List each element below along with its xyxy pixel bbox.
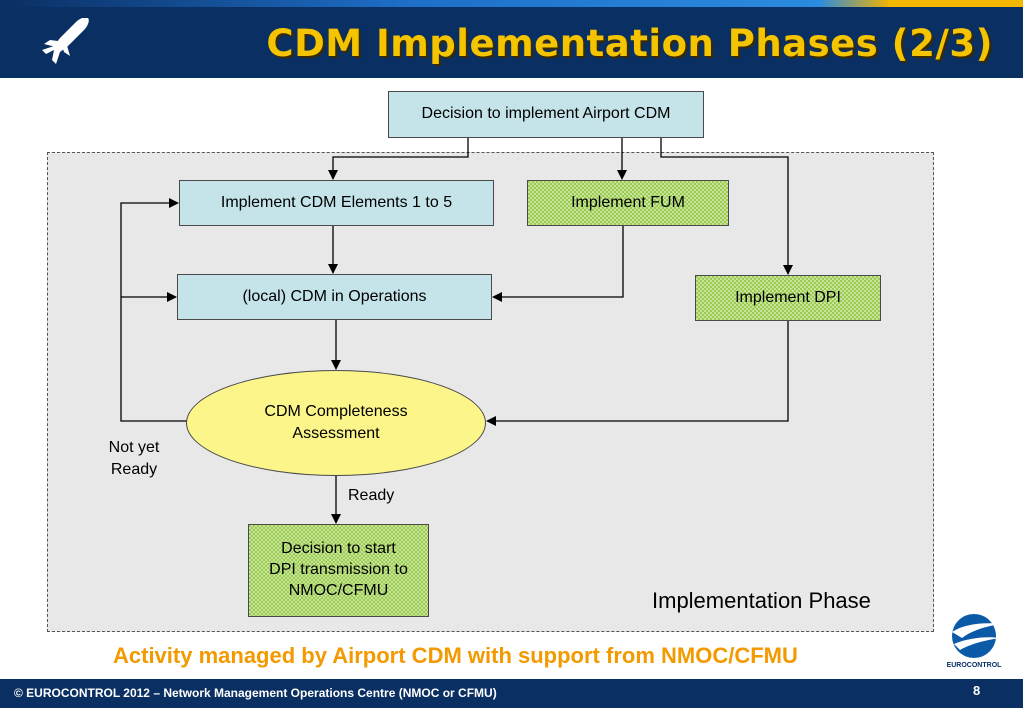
completeness-line-2: Assessment <box>292 425 380 442</box>
edge-not-ready-loop-elements <box>120 198 190 422</box>
node-start-dpi-transmission: Decision to start DPI transmission to NM… <box>248 524 429 617</box>
eurocontrol-logo-icon <box>952 614 1000 658</box>
activity-note: Activity managed by Airport CDM with sup… <box>113 643 798 668</box>
node-implement-fum: Implement FUM <box>527 180 729 226</box>
header-bar: CDM Implementation Phases (2/3) <box>0 0 1023 78</box>
start-dpi-line-1: Decision to start <box>281 540 396 558</box>
edge-dpi-to-assessment <box>486 321 789 426</box>
start-dpi-line-3: NMOC/CFMU <box>288 581 389 599</box>
node-completeness-assessment: CDM Completeness Assessment <box>186 370 486 476</box>
edge-fum-to-local <box>492 226 624 302</box>
label-implementation-phase: Implementation Phase <box>652 588 871 613</box>
start-dpi-line-2: DPI transmission to <box>269 561 408 579</box>
node-implement-elements: Implement CDM Elements 1 to 5 <box>179 180 494 226</box>
footer-bar: © EUROCONTROL 2012 – Network Management … <box>0 679 1023 708</box>
label-not-yet-ready: Not yet Ready <box>100 437 168 480</box>
page-title: CDM Implementation Phases (2/3) <box>266 22 993 65</box>
node-decision-implement: Decision to implement Airport CDM <box>388 91 704 138</box>
eurocontrol-logo: EUROCONTROL <box>938 610 1010 676</box>
page-number: 8 <box>973 683 981 698</box>
airplane-icon <box>42 18 89 64</box>
not-yet-line-1: Not yet <box>108 439 160 456</box>
node-local-cdm: (local) CDM in Operations <box>177 274 492 320</box>
edge-decision-to-elements <box>328 138 469 180</box>
footer-copyright: © EUROCONTROL 2012 – Network Management … <box>14 686 497 700</box>
completeness-line-1: CDM Completeness <box>264 403 408 421</box>
implementation-phase-area <box>47 152 934 632</box>
header-stripe <box>0 0 1023 7</box>
edge-decision-to-dpi <box>660 138 793 275</box>
logo-text: EUROCONTROL <box>946 662 1002 669</box>
node-implement-dpi: Implement DPI <box>695 275 881 321</box>
not-yet-line-2: Ready <box>110 460 158 478</box>
label-ready: Ready <box>348 487 395 504</box>
